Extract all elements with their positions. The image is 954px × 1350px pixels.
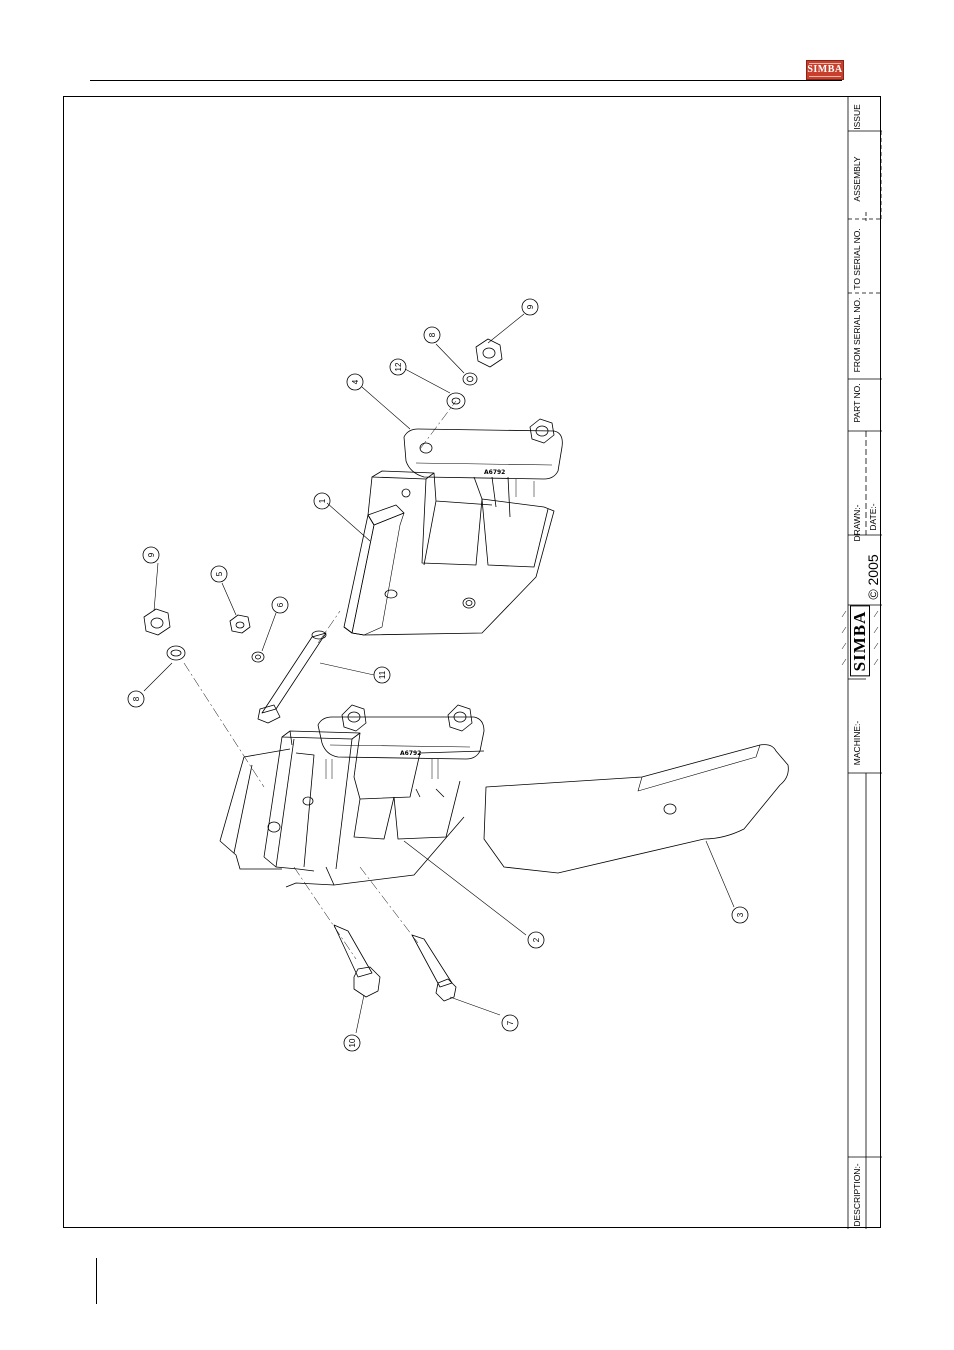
stamp-upper: A6792	[484, 469, 505, 476]
upper-clamp-assembly: A6792	[344, 339, 562, 635]
drawing-frame: A6792	[63, 96, 881, 1228]
drawn-label: DRAWN:-	[852, 505, 862, 542]
balloon-9-upper: 9	[526, 304, 535, 309]
balloon-12: 12	[394, 362, 403, 371]
part-no-label: PART NO.	[852, 383, 862, 422]
copyright-text: © 2005	[865, 554, 881, 599]
stamp-lower: A6792	[400, 750, 421, 757]
balloon-5: 5	[215, 571, 224, 576]
lower-bracket-assembly: A6792	[220, 705, 788, 887]
title-simba-logo: SIMBA	[850, 606, 870, 677]
balloon-8-lower: 8	[132, 696, 141, 701]
balloon-10: 10	[348, 1038, 357, 1047]
simba-logo-text: SIMBA	[807, 64, 843, 75]
balloon-2: 2	[532, 937, 541, 942]
from-serial-label: FROM SERIAL NO.	[852, 298, 862, 373]
balloon-7: 7	[506, 1020, 515, 1025]
balloon-9-lower: 9	[147, 552, 156, 557]
balloon-4: 4	[351, 379, 360, 384]
binding-margin-line	[96, 1258, 97, 1304]
leader-lines	[144, 314, 734, 1033]
description-label: DESCRIPTION:-	[852, 1163, 862, 1226]
balloon-6: 6	[276, 602, 285, 607]
header-rule	[90, 80, 842, 81]
issue-label: ISSUE	[852, 104, 862, 130]
assembly-label: ASSEMBLY	[852, 156, 862, 201]
balloon-3: 3	[736, 912, 745, 917]
balloon-1: 1	[318, 498, 327, 503]
part-balloons: 1 2 3 4 5 6 7 8 8 9 9 10 11 12	[128, 299, 748, 1051]
date-label: DATE:-	[868, 503, 878, 530]
to-serial-label: TO SERIAL NO.	[852, 228, 862, 289]
machine-label: MACHINE:-	[852, 721, 862, 765]
balloon-11: 11	[378, 670, 387, 679]
balloon-8-upper: 8	[428, 332, 437, 337]
exploded-assembly-drawing: A6792	[64, 97, 882, 1229]
simba-logo: SIMBA	[806, 60, 844, 80]
